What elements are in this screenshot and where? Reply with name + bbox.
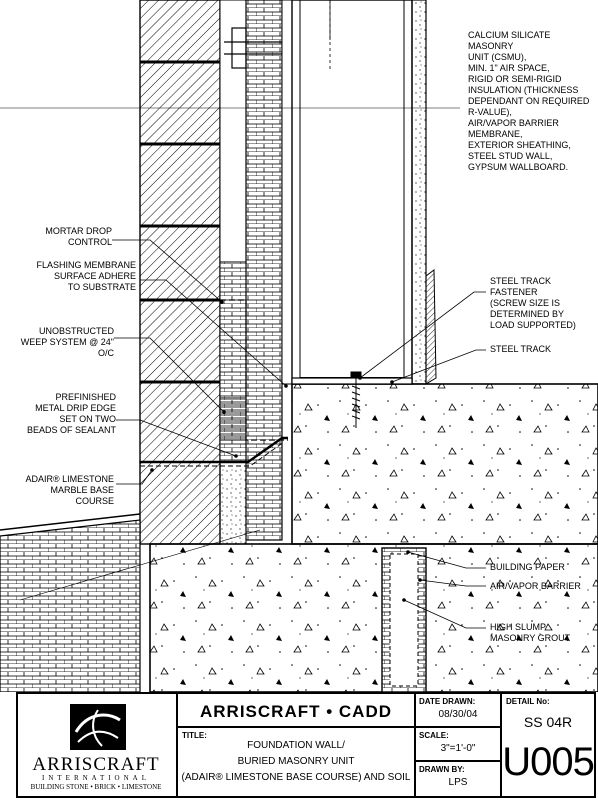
- arriscraft-logo-icon: [70, 704, 126, 750]
- title-label: TITLE:: [182, 731, 207, 740]
- wall-base-trim: [425, 269, 437, 385]
- note-steel-track: STEEL TRACK: [490, 344, 552, 354]
- weep-vents: [219, 397, 247, 441]
- date-cell: DATE DRAWN: 08/30/04: [416, 694, 500, 728]
- drawn-label: DRAWN BY:: [419, 765, 465, 774]
- metal-drip-edge: [140, 436, 288, 464]
- header-cell: ARRISCRAFT • CADD: [178, 694, 414, 728]
- title-block: ARRISCRAFT INTERNATIONAL BUILDING STONE …: [16, 692, 596, 798]
- note-air-vapor: AIR/VAPOR BARRIER: [490, 581, 581, 591]
- drawn-value: LPS: [448, 777, 468, 788]
- drawn-cell: DRAWN BY: LPS: [416, 762, 500, 796]
- detail-number: U005: [502, 740, 595, 784]
- flashing-membrane: [220, 299, 288, 441]
- concrete-floor-slab: [291, 383, 598, 545]
- note-drip-edge: PREFINISHED METAL DRIP EDGE SET ON TWO B…: [26, 392, 116, 435]
- section-detail-drawing: [0, 0, 598, 692]
- company-sub: INTERNATIONAL: [42, 774, 150, 782]
- date-value: 08/30/04: [438, 709, 478, 720]
- gypsum-wallboard: [411, 0, 427, 385]
- title-line-2: BURIED MASONRY UNIT: [237, 756, 355, 767]
- note-base-course: ADAIR® LIMESTONE MARBLE BASE COURSE: [25, 474, 114, 506]
- note-mortar-drop: MORTAR DROP CONTROL: [45, 226, 112, 247]
- note-building-paper: BUILDING PAPER: [490, 562, 565, 572]
- soil-backfill: [0, 519, 141, 692]
- scale-label: SCALE:: [419, 731, 449, 740]
- title-cell: TITLE: FOUNDATION WALL/ BURIED MASONRY U…: [178, 728, 414, 796]
- track-screw: [350, 371, 362, 428]
- grout-fill: [219, 461, 247, 545]
- title-line-1: FOUNDATION WALL/: [247, 740, 345, 751]
- wall-tie: [224, 27, 282, 69]
- air-cavity: [219, 0, 247, 263]
- date-label: DATE DRAWN:: [419, 697, 476, 706]
- note-weep: UNOBSTRUCTED WEEP SYSTEM @ 24" O/C: [20, 326, 114, 358]
- detail-cell: DETAIL No: SS 04R U005: [502, 694, 595, 796]
- scale-value: 3"=1'-0": [440, 743, 476, 754]
- detail-label: DETAIL No:: [506, 697, 550, 706]
- company-name: ARRISCRAFT: [32, 754, 160, 775]
- leader-lines: [112, 239, 486, 629]
- note-grout: HIGH SLUMP MASONRY GROUT: [490, 622, 571, 643]
- company-tagline: BUILDING STONE • BRICK • LIMESTONE: [30, 783, 162, 791]
- note-wall-assembly: CALCIUM SILICATE MASONRY UNIT (CSMU), MI…: [468, 30, 590, 172]
- foundation-wall: [149, 543, 598, 692]
- title-line-3: (ADAIR® LIMESTONE BASE COURSE) AND SOIL: [181, 772, 411, 783]
- note-track-fastener: STEEL TRACK FASTENER (SCREW SIZE IS DETE…: [490, 276, 576, 330]
- limestone-base-course: [139, 461, 221, 545]
- note-flashing: FLASHING MEMBRANE SURFACE ADHERE TO SUBS…: [36, 260, 136, 292]
- stud-cavity: [291, 0, 413, 385]
- detail-sub: SS 04R: [523, 714, 573, 730]
- info-column: DATE DRAWN: 08/30/04 SCALE: 3"=1'-0" DRA…: [414, 694, 502, 796]
- scale-cell: SCALE: 3"=1'-0": [416, 728, 500, 762]
- veneer-joints: [140, 60, 220, 384]
- stone-veneer: [139, 0, 221, 463]
- logo-cell: ARRISCRAFT INTERNATIONAL BUILDING STONE …: [18, 694, 178, 796]
- header-title: ARRISCRAFT • CADD: [200, 702, 392, 721]
- sheathing: [281, 0, 293, 385]
